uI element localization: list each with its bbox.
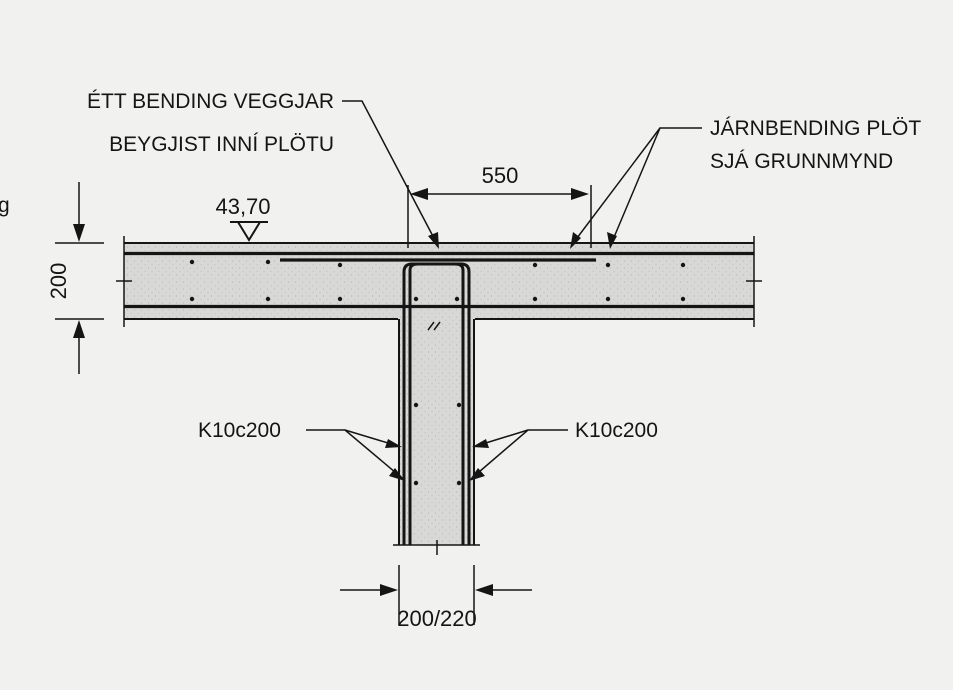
slab-reinforcement [116,251,762,309]
slab-rebar-dots [189,259,686,302]
rebar-left-leader [306,429,405,481]
concrete-wall [393,319,480,555]
wall-rebar-dots [413,402,462,486]
wall-thickness-value: 200/220 [397,606,477,631]
lap-length-dimension [407,185,592,248]
wall-bend-note-line2: BEYGJIST INNÍ PLÖTU [109,133,334,156]
rebar-left-label: K10c200 [198,419,281,442]
wall-bend-leader [342,100,439,249]
slab-bend-leader [570,127,702,249]
lap-length-value: 550 [482,163,519,188]
wall-reinforcement [402,262,471,545]
slab-thickness-dimension [55,182,104,374]
level-marker-value: 43,70 [215,194,270,219]
level-marker [230,221,268,242]
slab-bend-note-line2: SJÁ GRUNNMYND [710,150,893,173]
slab-bend-note-line1: JÁRNBENDING PLÖT [710,117,921,140]
clipped-mark: g [0,194,10,217]
wall-thickness-dimension [340,565,532,625]
wall-bend-note-line1: ÉTT BENDING VEGGJAR [87,90,334,113]
rebar-right-label: K10c200 [575,419,658,442]
slab-thickness-value: 200 [46,263,71,300]
rebar-right-leader [469,429,568,481]
concrete-slab [123,236,755,327]
